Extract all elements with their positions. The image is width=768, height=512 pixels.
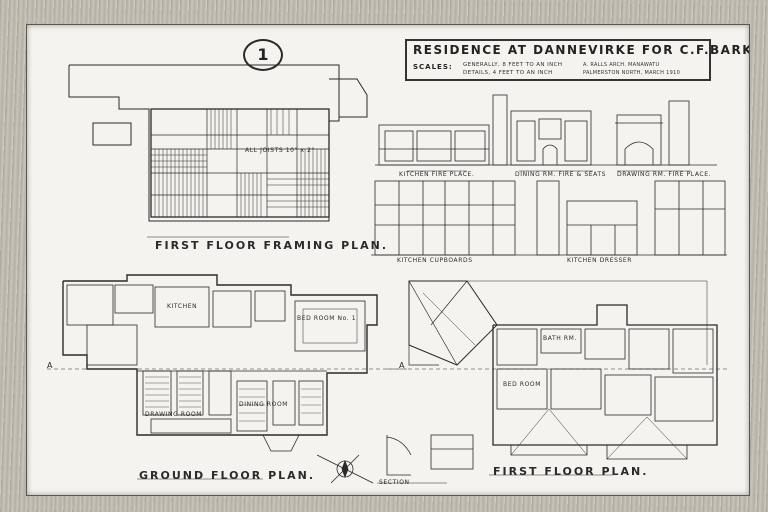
north-arrow-icon — [316, 454, 374, 484]
fireplace-elevations — [375, 94, 717, 172]
drawing-title: RESIDENCE AT DANNEVIRKE FOR C.F.BARKER E… — [413, 43, 749, 57]
title-block: RESIDENCE AT DANNEVIRKE FOR C.F.BARKER E… — [405, 39, 749, 81]
first-floor-bed-room-label: BED ROOM — [503, 381, 542, 388]
section-marker-a-left: A — [47, 361, 54, 370]
bath-room-label: BATH RM. — [543, 335, 577, 342]
drawing-room-label: DRAWING ROOM — [145, 411, 203, 418]
section-label: SECTION — [379, 479, 410, 486]
section-marker-a-mid: A — [399, 361, 406, 370]
scales-label: SCALES: — [413, 63, 453, 71]
sheet-number: 1 — [243, 39, 283, 71]
architect-name: A. RALLS ARCH. MANAWATU — [583, 62, 660, 68]
section-detail-drawing — [377, 434, 474, 484]
bed-room-1-label: BED ROOM No. 1 — [297, 315, 357, 322]
cupboard-elevations — [371, 180, 727, 256]
all-joists-note: ALL JOISTS 10" x 2" — [245, 147, 315, 154]
architectural-drawings — [47, 64, 727, 484]
ground-floor-plan-label: GROUND FLOOR PLAN. — [139, 469, 316, 482]
kitchen-label: KITCHEN — [167, 303, 198, 310]
scale-general: GENERALLY, 8 FEET TO AN INCH — [463, 62, 563, 68]
kitchen-cupboards-label: KITCHEN CUPBOARDS — [397, 257, 473, 264]
ground-floor-plan-drawing — [47, 274, 407, 480]
kitchen-fireplace-label: KITCHEN FIRE PLACE. — [399, 171, 475, 178]
kitchen-dresser-label: KITCHEN DRESSER — [567, 257, 633, 264]
dining-fire-seats-label: DINING RM. FIRE & SEATS — [515, 171, 607, 178]
first-floor-plan-drawing — [387, 280, 727, 476]
drawing-fireplace-label: DRAWING RM. FIRE PLACE. — [617, 171, 712, 178]
architect-place-date: PALMERSTON NORTH, MARCH 1910 — [583, 70, 681, 76]
scale-details: DETAILS, 4 FEET TO AN INCH — [463, 70, 553, 76]
first-floor-framing-plan-label: FIRST FLOOR FRAMING PLAN. — [155, 239, 389, 252]
dining-room-label: DINING ROOM — [239, 401, 289, 408]
framing-plan-drawing — [68, 64, 368, 238]
first-floor-plan-label: FIRST FLOOR PLAN. — [493, 465, 649, 478]
drawing-sheet: 1 RESIDENCE AT DANNEVIRKE FOR C.F.BARKER… — [26, 24, 750, 496]
